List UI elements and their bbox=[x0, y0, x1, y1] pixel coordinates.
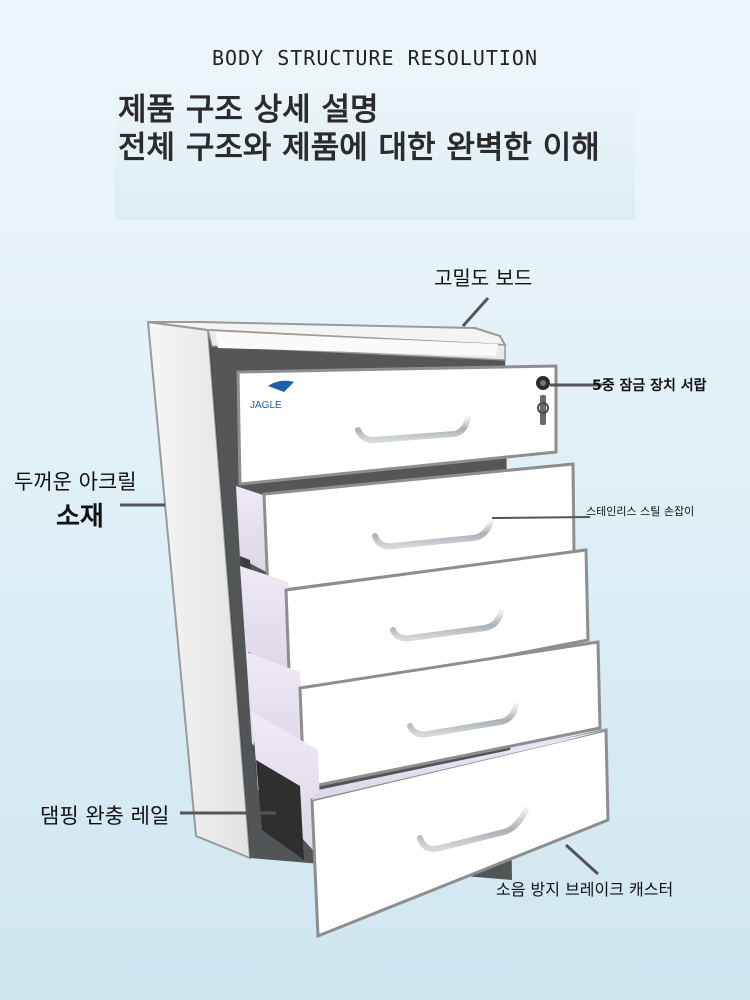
top-tray bbox=[215, 332, 498, 356]
drawer-3-front bbox=[284, 548, 590, 700]
brand-logo: JAGLE bbox=[250, 380, 294, 411]
leader-handle bbox=[491, 516, 591, 519]
drawer-5 bbox=[252, 712, 610, 939]
callout-handle: 스테인리스 스틸 손잡이 bbox=[586, 505, 695, 518]
drawer-1-handle bbox=[355, 415, 471, 444]
title-line-2: 전체 구조와 제품에 대한 완벽한 이해 bbox=[118, 130, 600, 166]
callout-lock-drawer: 5중 잠금 장치 서랍 bbox=[592, 378, 707, 394]
callout-caster: 소음 방지 브레이크 캐스터 bbox=[496, 880, 674, 899]
drawer-5-handle bbox=[417, 807, 529, 852]
drawer-1-front bbox=[236, 364, 558, 486]
title-backdrop bbox=[115, 78, 635, 220]
callout-side-material-2: 소재 bbox=[56, 502, 104, 532]
damping-rail bbox=[256, 760, 304, 860]
drawer-3-handle bbox=[390, 609, 504, 642]
callout-side-material-1: 두꺼운 아크릴 bbox=[14, 470, 137, 494]
kicker-heading: BODY STRUCTURE RESOLUTION bbox=[211, 46, 539, 70]
drawer-2 bbox=[236, 462, 576, 594]
leader-top-board bbox=[461, 297, 490, 327]
drawer-4-handle bbox=[407, 703, 519, 738]
leader-caster bbox=[564, 843, 600, 876]
key-icon bbox=[540, 395, 546, 425]
drawer-1: JAGLE bbox=[228, 364, 558, 486]
callout-top-board: 고밀도 보드 bbox=[434, 266, 533, 290]
callout-rail: 댐핑 완충 레일 bbox=[40, 804, 170, 828]
title-line-1: 제품 구조 상세 설명 bbox=[118, 92, 379, 128]
brand-logo-text: JAGLE bbox=[250, 400, 282, 411]
drawer-2-handle bbox=[372, 519, 494, 550]
drawer-5-interior bbox=[312, 730, 606, 800]
